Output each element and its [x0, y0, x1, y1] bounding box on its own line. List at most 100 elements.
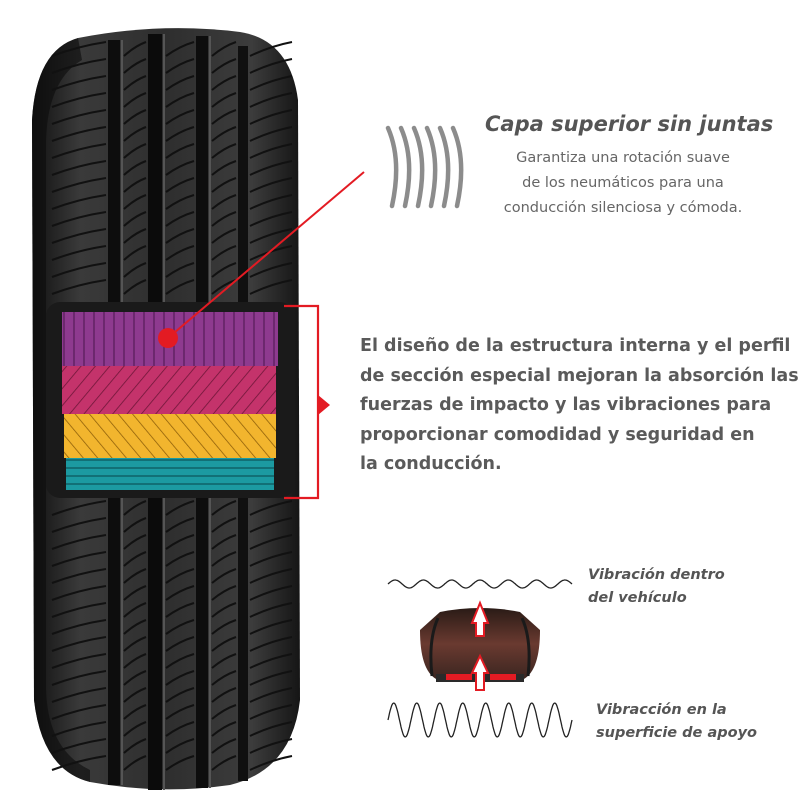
tread-sipe: [249, 585, 293, 601]
tread-sipe: [249, 704, 293, 720]
spring-coil: [398, 125, 412, 209]
tread-sipe: [51, 58, 107, 74]
tread-sipe: [249, 228, 293, 244]
tread-sipe: [211, 109, 237, 125]
tread-sipe: [165, 228, 195, 244]
tread-sipe: [51, 687, 107, 703]
tread-sipe: [51, 500, 107, 516]
tread-sipe: [51, 551, 107, 567]
tread-sipe: [211, 670, 237, 686]
tread-sipe: [123, 228, 147, 244]
tread-sipe: [51, 75, 107, 91]
surface-vibration-label: Vibracción en la superficie de apoyo: [596, 699, 757, 745]
tread-sipe: [165, 92, 195, 108]
tread-sipe: [123, 75, 147, 91]
tread-sipe: [211, 194, 237, 210]
tread-sipe: [165, 211, 195, 227]
tread-sipe: [51, 568, 107, 584]
tread-sipe: [249, 109, 293, 125]
tread-sipe: [211, 721, 237, 737]
description-line: Garantiza una rotación suave: [516, 150, 730, 166]
tread-sipe: [249, 602, 293, 618]
tread-sipe: [165, 517, 195, 533]
label-line: del vehículo: [588, 590, 687, 606]
tread-sipe: [249, 143, 293, 159]
vibration-wave-icon: [387, 579, 573, 589]
tread-sipe: [51, 670, 107, 686]
label-line: Vibracción en la: [596, 702, 727, 718]
tread-sipe: [123, 279, 147, 295]
tread-sipe: [165, 245, 195, 261]
spring-coil: [411, 125, 425, 209]
spring-coil: [424, 125, 438, 209]
tread-sipe: [211, 143, 237, 159]
tread-sipe: [165, 126, 195, 142]
tread-sipe: [123, 687, 147, 703]
tread-sipe: [165, 75, 195, 91]
tread-sipe: [123, 262, 147, 278]
tread-sipe: [249, 262, 293, 278]
tread-sipe: [211, 262, 237, 278]
tread-sipe: [51, 704, 107, 720]
tread-sipe: [249, 619, 293, 635]
tread-sipe: [51, 279, 107, 295]
tread-sipe: [165, 534, 195, 550]
tread-sipe: [51, 636, 107, 652]
label-line: Vibración dentro: [588, 567, 725, 583]
tread-sipe: [249, 568, 293, 584]
tread-sipe: [165, 279, 195, 295]
tread-sipe: [123, 636, 147, 652]
tread-sipe: [211, 534, 237, 550]
tread-sipe: [123, 738, 147, 754]
red-callout-dot: [158, 328, 178, 348]
tread-sipe: [211, 211, 237, 227]
tread-sipe: [165, 687, 195, 703]
tread-sipe: [211, 245, 237, 261]
vibration-wave-icon: [387, 702, 573, 738]
tread-sipe: [51, 228, 107, 244]
tread-sipe: [165, 551, 195, 567]
spring-coil: [450, 125, 464, 209]
tread-sipe: [249, 41, 293, 57]
tread-sipe: [123, 58, 147, 74]
structure-line: la conducción.: [360, 454, 502, 474]
tread-sipe: [211, 636, 237, 652]
tread-sipe: [51, 41, 107, 57]
internal-structure-cutaway: [46, 302, 294, 498]
tread-sipe: [211, 653, 237, 669]
tread-sipe: [249, 687, 293, 703]
structure-description: El diseño de la estructura interna y el …: [360, 332, 799, 480]
tread-sipe: [211, 41, 237, 57]
tread-sipe: [123, 109, 147, 125]
vehicle-vibration-label: Vibración dentro del vehículo: [588, 564, 725, 610]
tread-sipe: [249, 92, 293, 108]
tread-sipe: [211, 738, 237, 754]
tread-sipe: [165, 619, 195, 635]
tread-sipe: [211, 228, 237, 244]
tread-sipe: [211, 602, 237, 618]
tread-sipe: [165, 177, 195, 193]
description-line: de los neumáticos para una: [522, 175, 724, 191]
description-line: conducción silenciosa y cómoda.: [503, 200, 743, 216]
tread-sipe: [123, 143, 147, 159]
tread-sipe: [123, 619, 147, 635]
tread-sipe: [211, 517, 237, 533]
tread-sipe: [165, 636, 195, 652]
tread-sipe: [123, 585, 147, 601]
tread-sipe: [211, 568, 237, 584]
tread-sipe: [249, 755, 293, 771]
tread-sipe: [165, 585, 195, 601]
tread-sipe: [165, 670, 195, 686]
tread-sipe: [211, 279, 237, 295]
tread-sipe: [211, 177, 237, 193]
tread-sipe: [51, 585, 107, 601]
label-line: superficie de apoyo: [596, 725, 757, 741]
tread-sipe: [165, 109, 195, 125]
tread-sipe: [51, 92, 107, 108]
tread-sipe: [211, 92, 237, 108]
tread-sipe: [123, 704, 147, 720]
tread-sipe: [165, 755, 195, 771]
tread-sipe: [249, 738, 293, 754]
tread-sipe: [211, 704, 237, 720]
tread-sipe: [211, 585, 237, 601]
